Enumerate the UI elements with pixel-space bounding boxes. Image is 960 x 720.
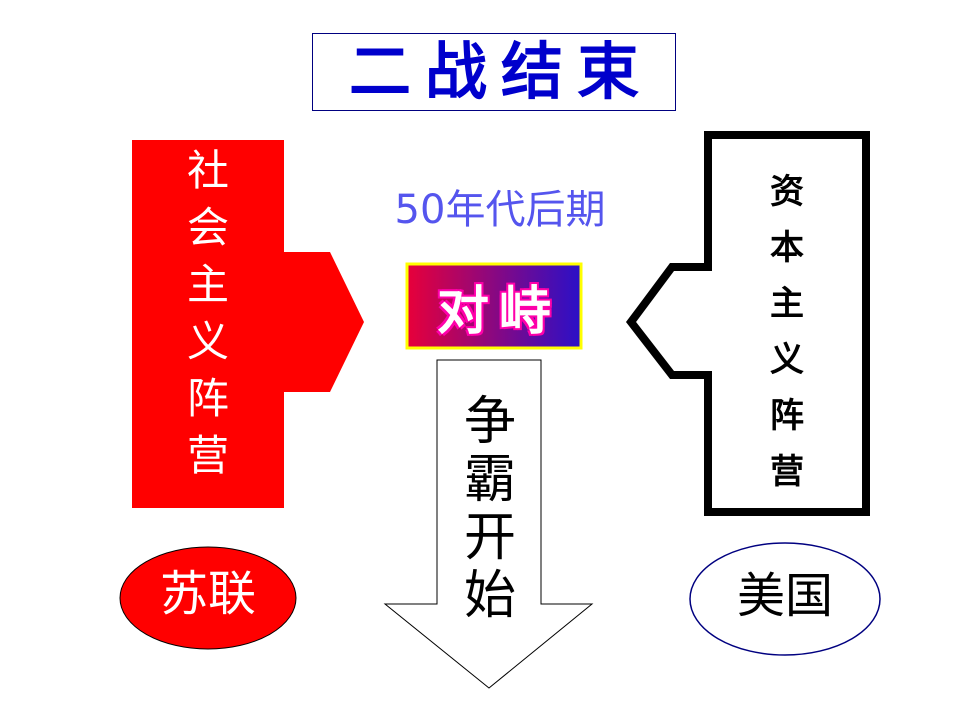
title-box: 二战结束 xyxy=(312,33,676,111)
capitalist-camp-char: 主 xyxy=(770,284,804,324)
usa-label: 美国 xyxy=(736,568,833,624)
socialist-camp-char: 社 xyxy=(186,146,229,195)
page-title: 二战结束 xyxy=(348,35,653,108)
soviet-union-label: 苏联 xyxy=(159,566,256,622)
capitalist-camp-char: 本 xyxy=(770,228,804,268)
capitalist-camp-char: 义 xyxy=(770,340,804,380)
socialist-camp-char: 营 xyxy=(186,431,229,480)
capitalist-camp-char: 营 xyxy=(770,452,804,492)
capitalist-camp-char: 阵 xyxy=(770,396,804,436)
socialist-camp-char: 义 xyxy=(186,317,229,366)
hegemony-char: 争 xyxy=(463,392,516,452)
capitalist-camp-char: 资 xyxy=(770,172,804,212)
socialist-camp-arrow xyxy=(132,140,364,508)
capitalist-camp-arrow xyxy=(625,131,870,516)
hegemony-down-arrow xyxy=(383,359,594,689)
capitalist-camp-label: 资 本 主 义 阵 营 xyxy=(708,175,866,511)
hegemony-label: 争 霸 开 始 xyxy=(440,396,540,628)
confrontation-box xyxy=(405,262,583,350)
socialist-camp-label: 社 会 主 义 阵 营 xyxy=(132,150,284,492)
socialist-camp-char: 阵 xyxy=(186,374,229,423)
usa-ellipse xyxy=(689,542,881,656)
hegemony-char: 始 xyxy=(463,566,516,626)
socialist-camp-char: 主 xyxy=(186,260,229,309)
hegemony-char: 开 xyxy=(463,508,516,568)
soviet-ellipse xyxy=(119,546,297,650)
period-label: 50年代后期 xyxy=(394,187,606,233)
confrontation-label: 对峙 xyxy=(436,281,561,342)
socialist-camp-char: 会 xyxy=(186,203,229,252)
hegemony-char: 霸 xyxy=(463,450,516,510)
